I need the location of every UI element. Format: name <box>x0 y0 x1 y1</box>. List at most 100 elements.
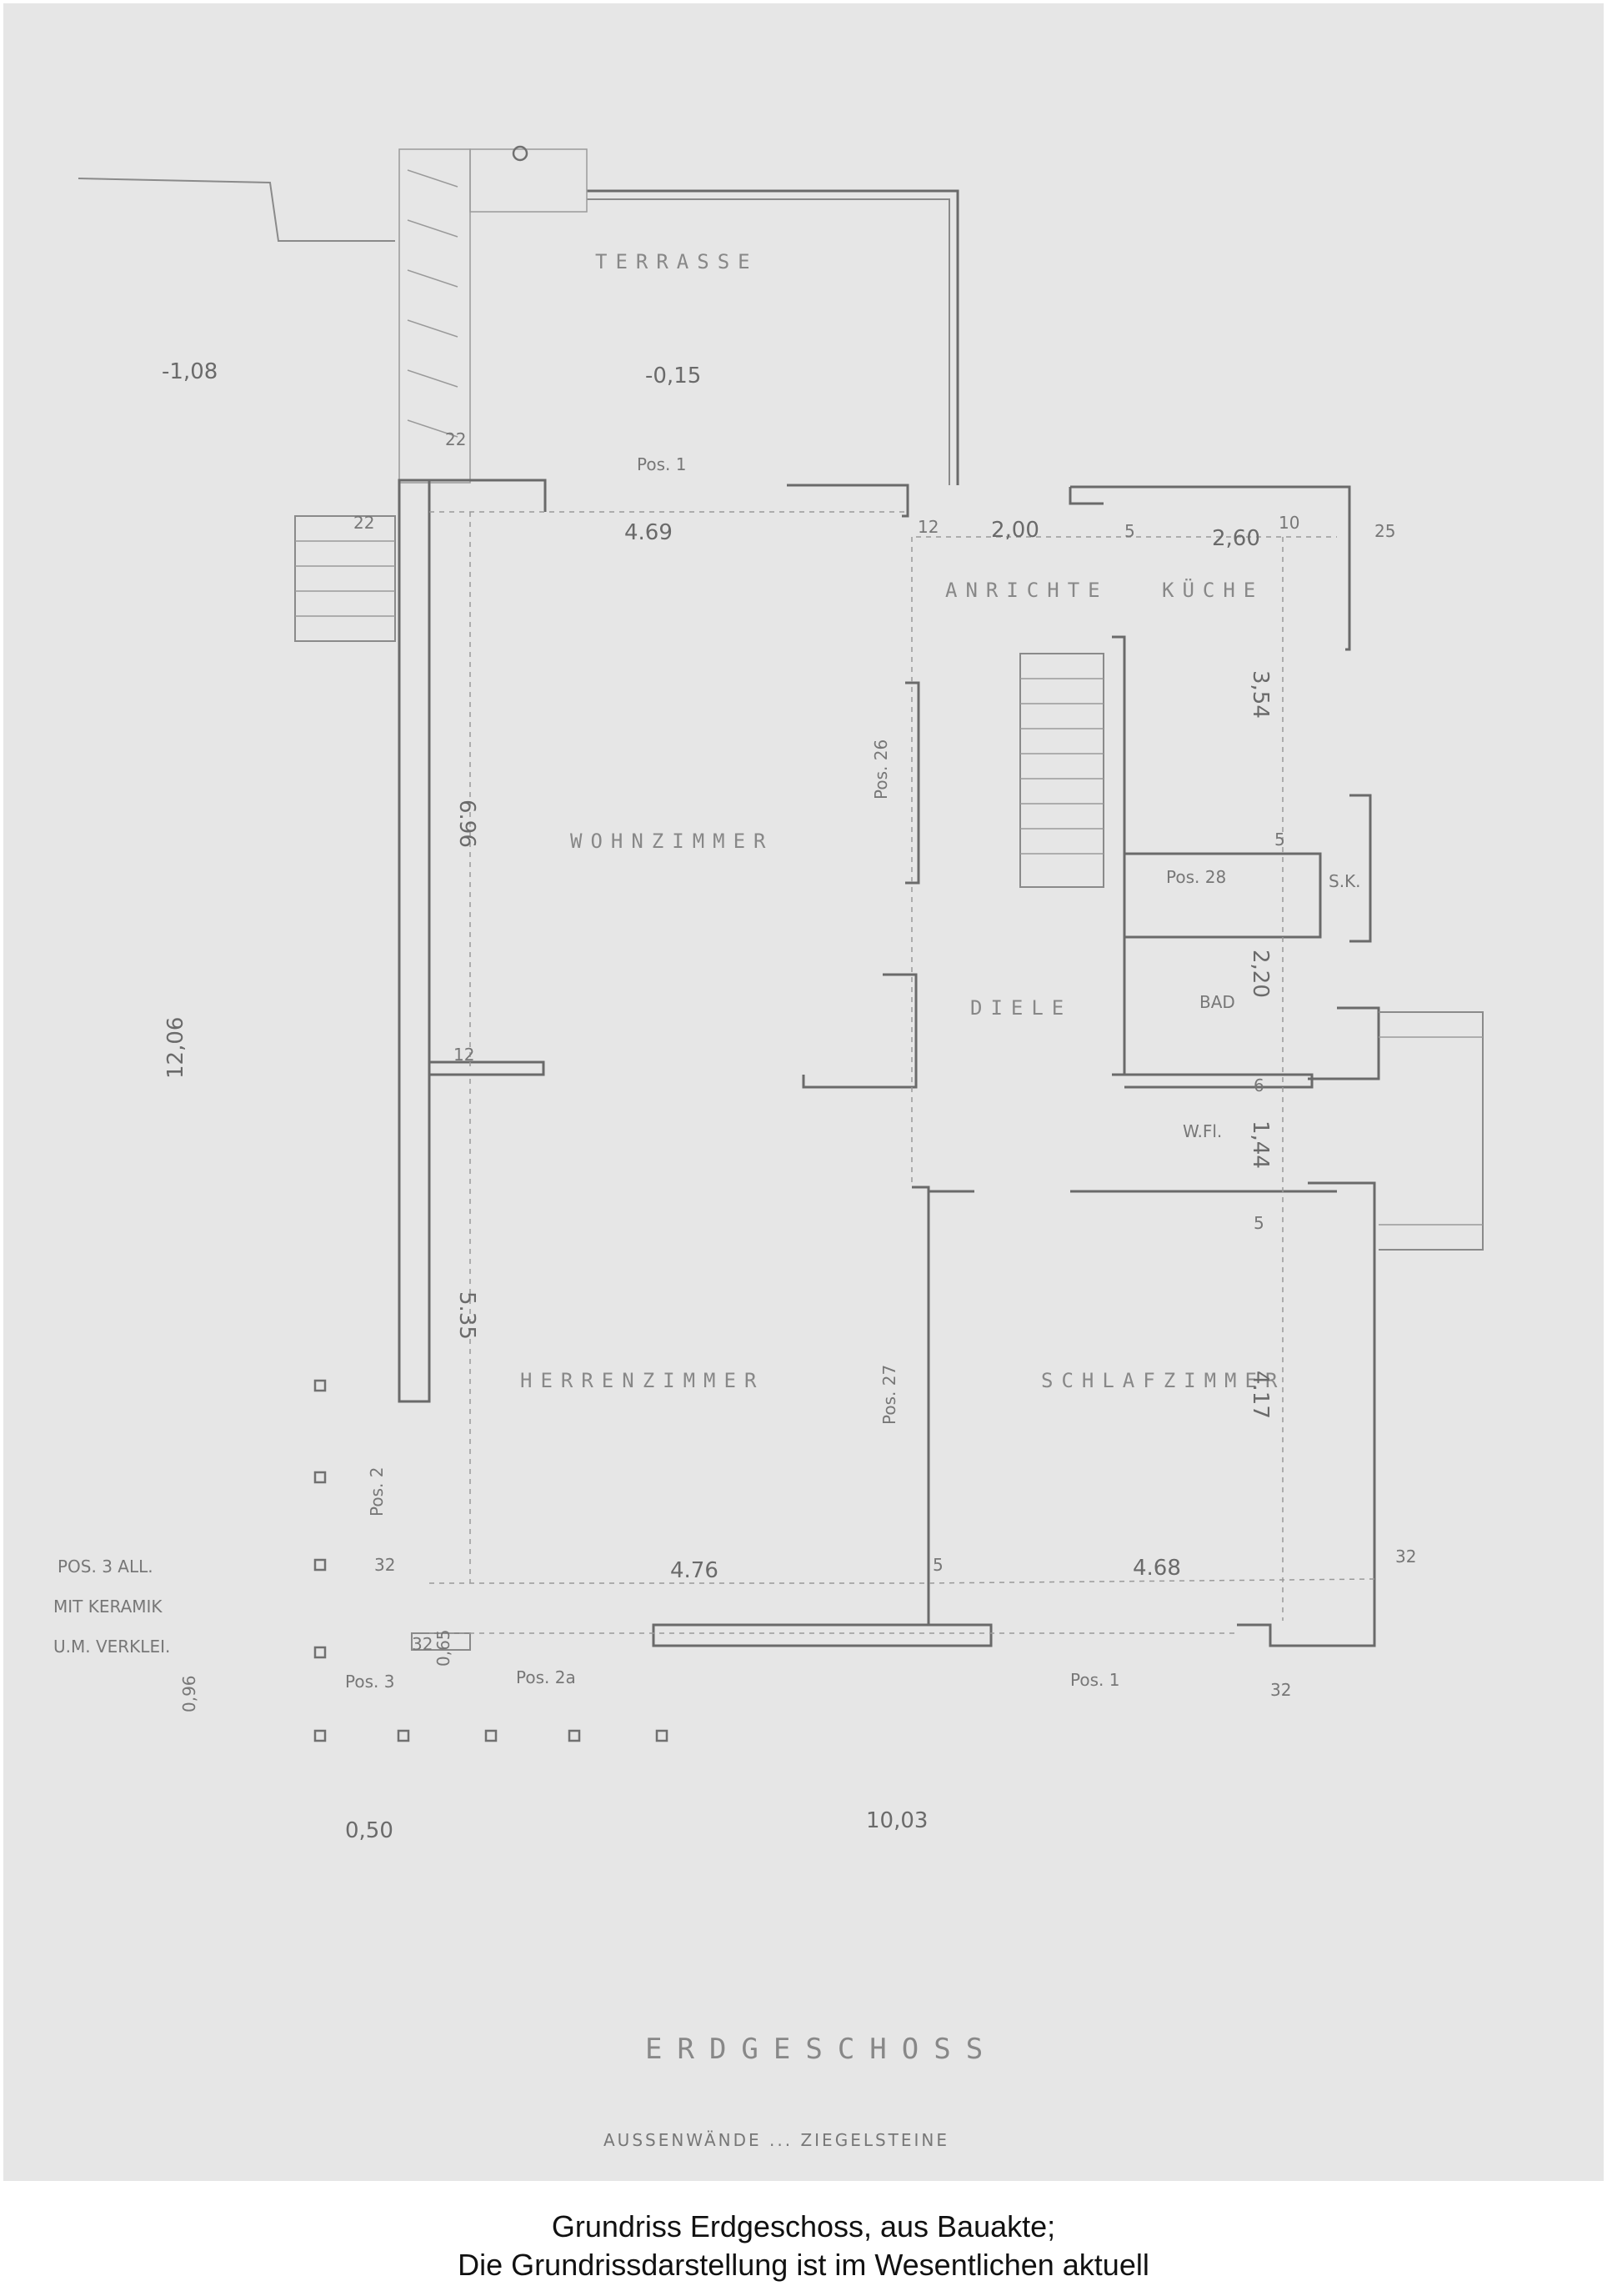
caption-line-2: Die Grundrissdarstellung ist im Wesentli… <box>458 2248 1149 2282</box>
dim-text-overhang: 0,50 <box>345 1818 393 1843</box>
dim-text-wall-12-b: 12 <box>453 1045 474 1065</box>
pier <box>313 1729 327 1742</box>
room-labels: TERRASSE WOHNZIMMER HERRENZIMMER SCHLAFZ… <box>520 250 1285 1392</box>
level-terrace: -0,15 <box>645 363 701 389</box>
south-wall-segment <box>652 1623 993 1647</box>
study-bedroom-wall <box>912 1186 930 1627</box>
note-line-3: U.M. VERKLEI. <box>53 1637 170 1657</box>
entrance-stairs <box>294 515 396 642</box>
room-label-study: HERRENZIMMER <box>520 1369 764 1392</box>
floor-subtitle: AUSSENWÄNDE ... ZIEGELSTEINE <box>603 2130 949 2150</box>
dim-text-study-length: 5.35 <box>454 1291 479 1340</box>
east-wall-bedroom <box>1237 1181 1376 1647</box>
room-label-living: WOHNZIMMER <box>570 830 774 853</box>
outer-walls <box>398 479 1380 1651</box>
pier <box>313 1471 327 1484</box>
dim-text-bath-length: 2,20 <box>1248 950 1273 998</box>
staircase <box>1019 653 1104 888</box>
level-annotations: -1,08 -0,15 <box>162 359 701 389</box>
room-label-bedroom: SCHLAFZIMMER <box>1041 1369 1285 1392</box>
floor-plan-drawing: TERRASSE WOHNZIMMER HERRENZIMMER SCHLAFZ… <box>53 145 1484 2150</box>
pier-markers <box>313 1379 668 1742</box>
dim-text-wall-32-a: 32 <box>374 1555 395 1575</box>
east-wall-bath <box>1349 794 1372 943</box>
living-study-stub <box>429 1060 545 1076</box>
bath-wc-wall <box>1124 1073 1314 1089</box>
room-label-terrace: TERRASSE <box>595 250 758 273</box>
side-porch-steps <box>1379 1036 1483 1226</box>
pos-text-pos3: Pos. 3 <box>345 1672 394 1692</box>
dim-text-wall-12-a: 12 <box>918 517 939 537</box>
note-line-1: POS. 3 ALL. <box>58 1557 153 1577</box>
dim-text-bedroom-length: 4.17 <box>1248 1371 1273 1419</box>
entrance-stair-treads <box>295 540 395 617</box>
dim-text-wall-6: 6 <box>1254 1075 1264 1095</box>
room-label-pantry: ANRICHTE <box>945 579 1109 602</box>
stair-treads <box>1020 678 1104 855</box>
pos-text-pos2: Pos. 2 <box>367 1467 387 1516</box>
level-outside: -1,08 <box>162 359 218 384</box>
pier <box>484 1729 498 1742</box>
dim-text-wc-length: 1,44 <box>1248 1120 1273 1169</box>
dim-text-step-b: 0,96 <box>179 1675 199 1712</box>
pos-text-pos1-top: Pos. 1 <box>637 454 686 474</box>
terrace-walls <box>78 145 959 485</box>
pier <box>397 1729 410 1742</box>
dim-text-wall-22-left: 22 <box>353 513 374 533</box>
dim-text-total-width: 10,03 <box>866 1808 928 1833</box>
construction-notes: POS. 3 ALL. MIT KERAMIK U.M. VERKLEI. <box>53 1557 170 1657</box>
terrace-wall-line <box>587 189 959 485</box>
floor-title-block: ERDGESCHOSS AUSSENWÄNDE ... ZIEGELSTEINE <box>603 2033 983 2150</box>
dim-text-wall-5-d: 5 <box>933 1555 944 1575</box>
north-wall-left <box>429 479 909 518</box>
bath-duct-wall <box>1124 852 1322 939</box>
dim-text-wall-32-b: 32 <box>412 1634 433 1654</box>
dim-text-study-width: 4.76 <box>670 1558 718 1583</box>
dim-south <box>429 1578 1375 1584</box>
east-wall-wc <box>1308 1006 1380 1080</box>
dim-text-bedroom-width: 4.68 <box>1133 1556 1181 1581</box>
pier <box>313 1646 327 1659</box>
dim-text-step-a: 0,65 <box>433 1629 453 1667</box>
dim-text-wall-25: 25 <box>1374 521 1395 541</box>
room-label-hall: DIELE <box>970 996 1072 1020</box>
position-texts: Pos. 1 Pos. 1 Pos. 2 Pos. 2a Pos. 3 Pos.… <box>345 454 1361 1692</box>
dim-text-wall-22-top: 22 <box>445 429 466 449</box>
dim-text-wall-32-c: 32 <box>1395 1547 1416 1567</box>
downpipe-symbol <box>512 145 528 162</box>
dimension-texts: 4.69 6.96 5.35 4.76 4.68 4.17 2,00 2,60 … <box>163 429 1416 1843</box>
pos-text-sk: S.K. <box>1329 871 1361 891</box>
west-wall <box>398 479 431 1403</box>
pos-text-pos2a: Pos. 2a <box>516 1667 576 1687</box>
ground-line-top <box>78 178 395 242</box>
dim-text-wall-5-b: 5 <box>1274 830 1285 850</box>
terrace-wall-inner <box>587 198 950 485</box>
pier <box>313 1379 327 1392</box>
pos-text-pos28: Pos. 28 <box>1166 867 1226 887</box>
hall-stove-wall <box>802 973 918 1089</box>
note-line-2: MIT KERAMIK <box>53 1597 163 1617</box>
dim-text-total-length: 12,06 <box>163 1017 188 1079</box>
dim-text-wall-32-d: 32 <box>1270 1680 1291 1700</box>
stair-bath-wall <box>1112 635 1126 1076</box>
pos-text-pos27: Pos. 27 <box>879 1365 899 1425</box>
dim-text-wall-5-a: 5 <box>1124 521 1135 541</box>
dim-text-living-width: 4.69 <box>624 520 673 545</box>
pier <box>313 1558 327 1572</box>
dimension-lines <box>429 511 1375 1634</box>
room-label-kitchen: KÜCHE <box>1162 578 1264 602</box>
living-hall-wall <box>905 681 920 885</box>
garden-wall-stones <box>398 148 471 484</box>
dim-text-living-length: 6.96 <box>454 800 479 848</box>
dim-text-wall-10: 10 <box>1279 513 1299 533</box>
dim-text-wall-5-c: 5 <box>1254 1213 1264 1233</box>
dim-text-kitchen-length: 3,54 <box>1248 670 1273 719</box>
plan-sheet: TERRASSE WOHNZIMMER HERRENZIMMER SCHLAFZ… <box>3 3 1604 2181</box>
side-porch <box>1379 1011 1484 1251</box>
terrace-step-block <box>469 148 588 213</box>
garden-wall-hatch <box>407 169 458 438</box>
pos-text-pos1-bottom: Pos. 1 <box>1070 1670 1119 1690</box>
pos-text-pos26: Pos. 26 <box>871 739 891 800</box>
interior-walls <box>294 515 1484 1627</box>
room-label-bath: BAD <box>1199 992 1235 1012</box>
